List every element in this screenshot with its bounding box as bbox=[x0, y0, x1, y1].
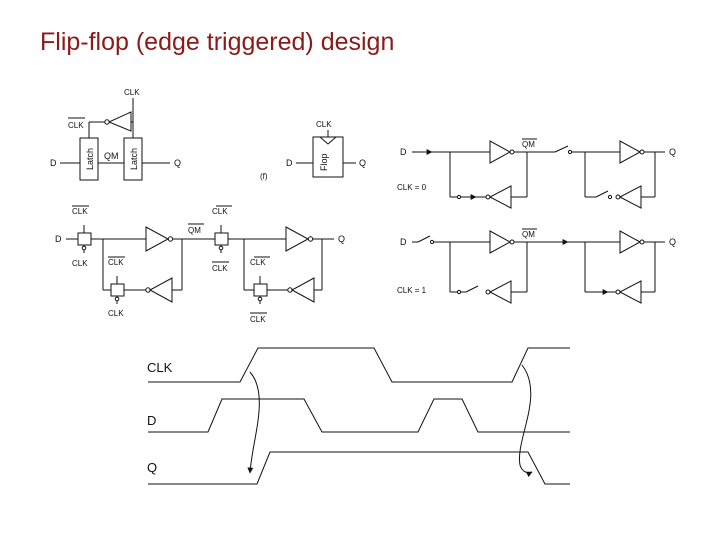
slide-title: Flip-flop (edge triggered) design bbox=[40, 28, 395, 56]
clk0-slave-feedback-inverter bbox=[618, 185, 642, 209]
clk1-state-label: CLK = 1 bbox=[397, 286, 427, 295]
clk1-qm-label: QM bbox=[522, 230, 535, 239]
circuit-qm-label: QM bbox=[188, 226, 201, 235]
transmission-gate-4 bbox=[253, 283, 268, 297]
clk0-qm-label: QM bbox=[522, 140, 535, 149]
master-latch-label: Latch bbox=[85, 148, 95, 170]
clk-high-state-diagram: D QM Q CLK = 1 bbox=[397, 228, 676, 304]
slave-feedback-inverter bbox=[290, 277, 315, 303]
latch-clk-bar-label: CLK bbox=[68, 121, 84, 130]
circuit-q-label: Q bbox=[338, 234, 345, 244]
flop-q-label: Q bbox=[359, 158, 366, 168]
transmission-gate-3 bbox=[214, 232, 229, 246]
clk0-state-label: CLK = 0 bbox=[397, 183, 427, 192]
circuit-clk-bar-2: CLK bbox=[108, 258, 124, 267]
flop-d-label: D bbox=[286, 158, 293, 168]
timing-causal-arrow-2 bbox=[518, 364, 533, 478]
flop-symbol-diagram: Flop CLK D Q (f) bbox=[260, 120, 366, 181]
latch-q-label: Q bbox=[174, 158, 181, 168]
master-inverter bbox=[145, 226, 170, 252]
clock-overbars bbox=[216, 205, 270, 258]
clk1-slave-inverter bbox=[619, 230, 642, 254]
clk1-slave-feedback-inverter bbox=[618, 280, 642, 304]
transmission-gate-2 bbox=[110, 283, 125, 297]
circuit-clk-bar-1: CLK bbox=[72, 207, 88, 216]
clk0-slave-inverter bbox=[619, 140, 642, 164]
flop-clk-label: CLK bbox=[316, 120, 332, 129]
flop-caption: (f) bbox=[260, 172, 268, 181]
clk1-d-label: D bbox=[400, 237, 407, 247]
timing-diagram: CLK D Q bbox=[147, 347, 570, 485]
transmission-gate-1 bbox=[77, 232, 92, 246]
circuit-clk-bar-3: CLK bbox=[212, 264, 228, 273]
circuit-d-label: D bbox=[55, 234, 62, 244]
latch-clk-label: CLK bbox=[124, 88, 140, 97]
flop-label: Flop bbox=[319, 153, 329, 171]
latch-qm-label: QM bbox=[104, 151, 119, 161]
clk0-q-label: Q bbox=[669, 147, 676, 157]
clock-inverter bbox=[107, 111, 132, 132]
circuit-clk-bar-4: CLK bbox=[250, 315, 266, 324]
timing-d-waveform bbox=[148, 398, 570, 433]
clk-low-state-diagram: D QM Q CLK = 0 bbox=[397, 138, 676, 209]
clk1-master-feedback-inverter bbox=[488, 280, 512, 304]
clk0-d-label: D bbox=[400, 147, 407, 157]
circuit-clk-3: CLK bbox=[212, 207, 228, 216]
timing-causal-arrow-1 bbox=[247, 371, 260, 474]
circuit-clk-1: CLK bbox=[72, 259, 88, 268]
slave-inverter bbox=[285, 226, 310, 252]
master-feedback-inverter bbox=[148, 277, 173, 303]
latch-pair-diagram: Latch Latch D QM Q CLK CLK bbox=[50, 88, 181, 181]
timing-d-label: D bbox=[147, 413, 156, 428]
timing-q-waveform bbox=[148, 451, 570, 485]
clk0-master-inverter bbox=[489, 140, 512, 164]
clk0-master-feedback-inverter bbox=[488, 185, 512, 209]
timing-clk-waveform bbox=[148, 347, 570, 383]
timing-q-label: Q bbox=[147, 460, 157, 475]
circuit-clk-4: CLK bbox=[250, 258, 266, 267]
slave-latch-label: Latch bbox=[129, 148, 139, 170]
latch-d-label: D bbox=[50, 158, 57, 168]
clk1-master-inverter bbox=[489, 230, 512, 254]
transistor-flip-flop-diagram: D CLK CLK QM CLK CLK CLK CLK bbox=[55, 205, 345, 324]
timing-clk-label: CLK bbox=[147, 360, 173, 375]
circuit-clk-2: CLK bbox=[108, 309, 124, 318]
clk1-q-label: Q bbox=[669, 237, 676, 247]
